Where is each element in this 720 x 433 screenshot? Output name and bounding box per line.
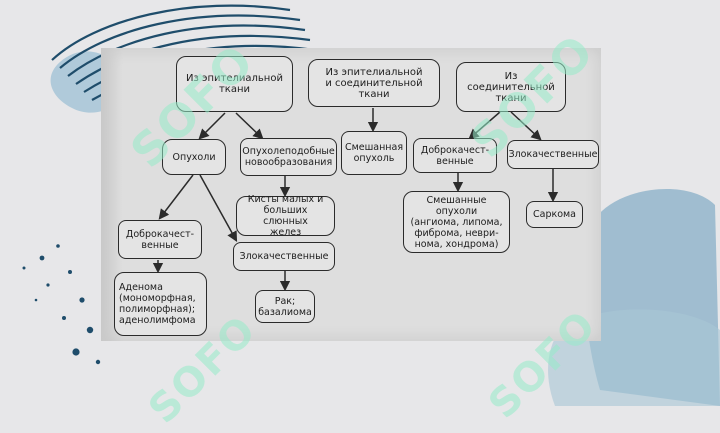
node-tumors: Опухоли xyxy=(162,139,226,175)
scan-edge-shadow xyxy=(101,48,123,341)
arrow-connective-benign xyxy=(468,111,501,140)
arrow-tumors-benign xyxy=(158,174,194,220)
connector-lines xyxy=(152,108,559,292)
node-connective: Из соединительной ткани xyxy=(456,62,566,112)
node-benign-right: Доброкачест- венные xyxy=(413,138,497,173)
node-mixed-tumors-list: Смешанные опухоли (ангиома, липома, фибр… xyxy=(403,191,510,253)
node-epithelial: Из эпителиальной ткани xyxy=(176,56,293,112)
arrow-tumors-malignant xyxy=(199,174,238,242)
node-benign-left: Доброкачест- венные xyxy=(118,220,202,259)
node-tumor-like: Опухолеподобные новообразования xyxy=(240,138,337,176)
node-malignant-right: Злокачественные xyxy=(507,140,599,169)
arrow-epithelial-tumorlike xyxy=(235,112,264,140)
arrow-epithelial-tumors xyxy=(198,112,226,140)
node-mixed-tumor: Смешанная опухоль xyxy=(341,131,407,175)
node-sarcoma: Саркома xyxy=(526,201,583,228)
node-malignant-left: Злокачественные xyxy=(233,242,335,271)
node-adenoma: Аденома (мономорфная, полиморфная); аден… xyxy=(114,272,207,336)
node-cancer: Рак; базалиома xyxy=(255,290,315,323)
arrow-connective-malignant xyxy=(510,111,542,141)
node-cysts: Кисты малых и больших слюнных желез xyxy=(236,194,335,238)
navy-speckles xyxy=(22,244,106,365)
node-epithelial-connective: Из эпителиальной и соединительной ткани xyxy=(308,59,440,107)
page: { "nodes": { "epithelial": "Из эпителиал… xyxy=(22,4,720,433)
